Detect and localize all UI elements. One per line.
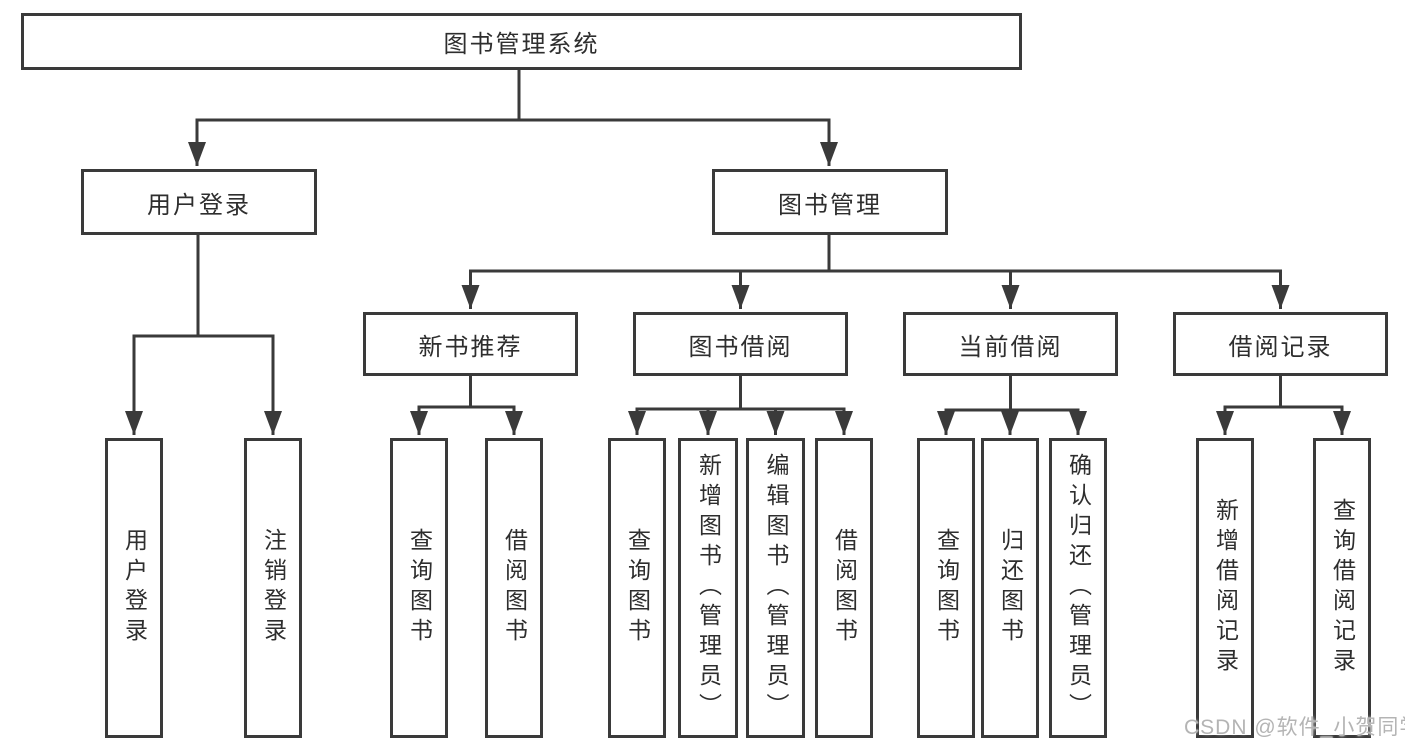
leaf-user-login-label: 用户登录 [121, 528, 148, 648]
node-current-borrow-label: 当前借阅 [958, 333, 1063, 361]
leaf-query-borrow-record: 查询借阅记录 [1313, 438, 1371, 738]
node-user-login: 用户登录 [81, 169, 317, 235]
leaf-query-book-borrow-label: 查询图书 [624, 528, 651, 648]
node-current-borrow: 当前借阅 [903, 312, 1118, 376]
csdn-watermark: CSDN @软件_小贺同学 [1184, 716, 1405, 739]
leaf-edit-book-admin: 编辑图书（管理员） [746, 438, 805, 738]
node-book-management: 图书管理 [712, 169, 948, 235]
node-user-login-label: 用户登录 [147, 191, 251, 219]
leaf-logout: 注销登录 [244, 438, 302, 738]
leaf-return-book-label: 归还图书 [997, 528, 1024, 648]
node-new-book-recommend-label: 新书推荐 [418, 333, 523, 361]
node-book-borrow-label: 图书借阅 [688, 333, 793, 361]
leaf-add-borrow-record-label: 新增借阅记录 [1212, 498, 1239, 678]
leaf-borrow-book-recommend: 借阅图书 [485, 438, 543, 738]
leaf-borrow-book-recommend-label: 借阅图书 [501, 528, 528, 648]
node-book-management-label: 图书管理 [778, 191, 882, 219]
leaf-add-book-admin: 新增图书（管理员） [678, 438, 738, 738]
leaf-logout-label: 注销登录 [260, 528, 287, 648]
node-root: 图书管理系统 [21, 13, 1022, 70]
node-root-label: 图书管理系统 [443, 31, 600, 58]
leaf-user-login: 用户登录 [105, 438, 163, 738]
node-book-borrow: 图书借阅 [633, 312, 848, 376]
leaf-query-book-borrow: 查询图书 [608, 438, 666, 738]
leaf-add-borrow-record: 新增借阅记录 [1196, 438, 1254, 738]
leaf-return-book: 归还图书 [981, 438, 1039, 738]
leaf-query-book-recommend-label: 查询图书 [406, 528, 433, 648]
leaf-query-borrow-record-label: 查询借阅记录 [1329, 498, 1356, 678]
node-borrow-records-label: 借阅记录 [1228, 333, 1333, 361]
leaf-confirm-return-admin-label: 确认归还（管理员） [1065, 453, 1092, 723]
leaf-borrow-book: 借阅图书 [815, 438, 873, 738]
leaf-confirm-return-admin: 确认归还（管理员） [1049, 438, 1107, 738]
node-new-book-recommend: 新书推荐 [363, 312, 578, 376]
leaf-query-book-current: 查询图书 [917, 438, 975, 738]
leaf-query-book-recommend: 查询图书 [390, 438, 448, 738]
leaf-query-book-current-label: 查询图书 [933, 528, 960, 648]
leaf-add-book-admin-label: 新增图书（管理员） [695, 453, 722, 723]
leaf-borrow-book-label: 借阅图书 [831, 528, 858, 648]
leaf-edit-book-admin-label: 编辑图书（管理员） [763, 453, 789, 723]
node-borrow-records: 借阅记录 [1173, 312, 1388, 376]
